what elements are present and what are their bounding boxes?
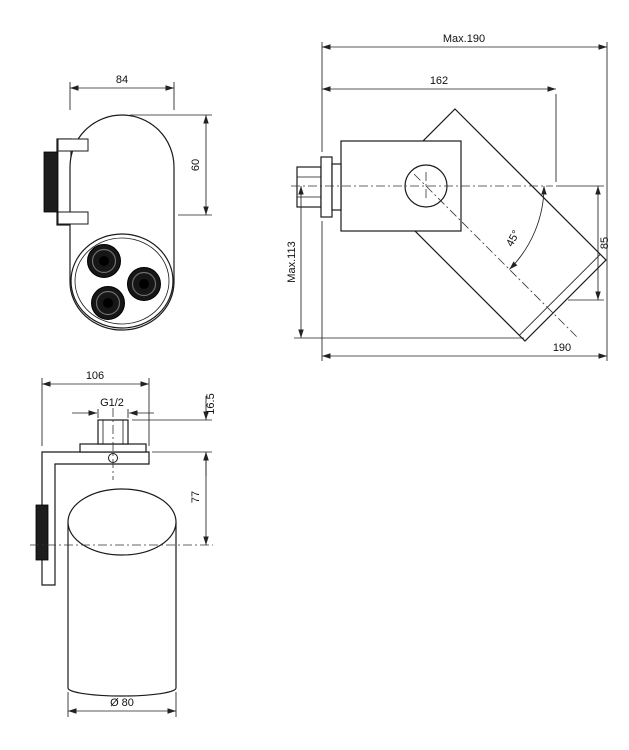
nozzle bbox=[91, 286, 125, 320]
dim-label-85: 85 bbox=[599, 237, 611, 249]
fitting-collar bbox=[331, 163, 342, 211]
front-view: 84 60 bbox=[43, 74, 212, 331]
dim-label-190: 190 bbox=[553, 342, 571, 354]
dim-label-max190: Max.190 bbox=[443, 33, 485, 45]
dim-label-162: 162 bbox=[430, 75, 448, 87]
cylinder-body bbox=[67, 522, 177, 697]
fitting-flange bbox=[320, 156, 333, 218]
mounting-bracket bbox=[41, 451, 150, 586]
dim-label-16-5: 16.5 bbox=[205, 393, 217, 414]
dimension-front-width: 84 bbox=[69, 74, 175, 110]
dim-label-g12: G1/2 bbox=[100, 397, 124, 409]
dim-label-106: 106 bbox=[86, 370, 104, 382]
side-view: 45° Max.190 162 Max.113 85 bbox=[286, 33, 611, 361]
bracket-tab-bottom bbox=[57, 211, 89, 225]
dim-label-dia80: Ø 80 bbox=[110, 697, 134, 709]
dimension-max-reach: Max.190 bbox=[321, 33, 608, 361]
tilt-axis-centerline bbox=[413, 173, 579, 339]
wall-pad bbox=[35, 504, 49, 561]
dim-label-60: 60 bbox=[190, 159, 202, 171]
dim-label-84: 84 bbox=[116, 74, 128, 86]
dim-label-77: 77 bbox=[190, 491, 202, 503]
dimension-body-length: 162 bbox=[322, 75, 557, 182]
dimension-axis-height: 77 bbox=[190, 452, 209, 545]
dimension-front-cap-height: 60 bbox=[130, 114, 212, 216]
tilt-head-face-line bbox=[519, 254, 601, 336]
dimension-diameter: Ø 80 bbox=[67, 692, 177, 717]
dimension-reach: 190 bbox=[321, 221, 607, 361]
bracket-tab-top bbox=[57, 138, 89, 152]
dimension-thread-size: G1/2 bbox=[72, 397, 154, 418]
cylinder-top-face bbox=[67, 488, 177, 556]
nozzle bbox=[127, 267, 161, 301]
nozzle bbox=[87, 244, 121, 278]
mounted-view: 106 G1/2 16.5 77 Ø 80 bbox=[30, 370, 217, 717]
dimension-bracket-width: 106 bbox=[41, 370, 150, 446]
dim-label-max113: Max.113 bbox=[286, 241, 298, 282]
dimension-max-height: Max.113 bbox=[286, 186, 524, 339]
spray-face-inner-rim bbox=[74, 237, 170, 325]
wall-pad bbox=[43, 151, 59, 213]
dimension-face-offset: 85 bbox=[556, 185, 611, 301]
thread-stub-lines bbox=[102, 420, 124, 444]
